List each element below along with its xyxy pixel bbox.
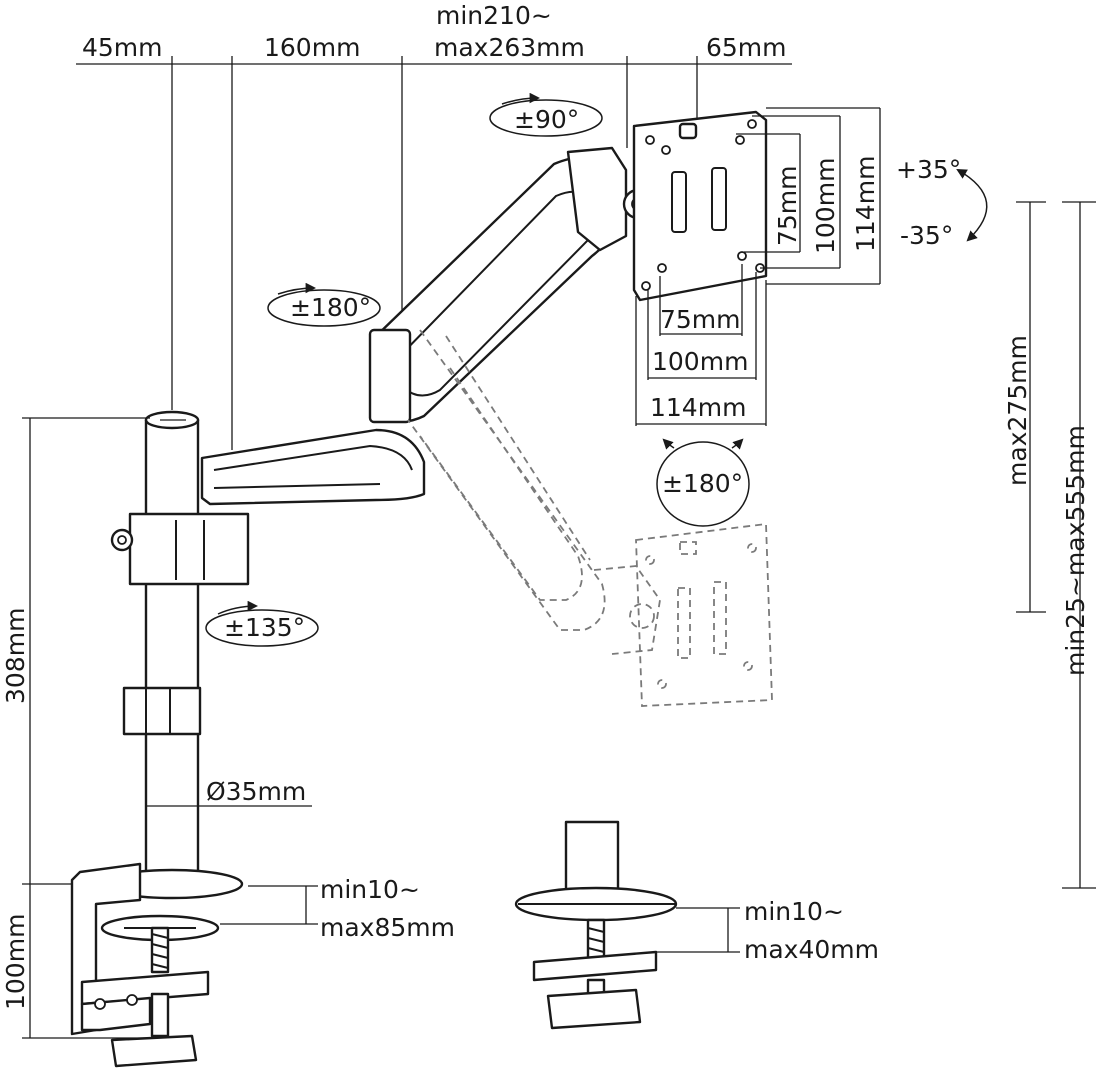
pole-joint-block (110, 512, 250, 586)
upper-arm (368, 156, 616, 424)
pole-height-label: 308mm (1, 608, 30, 704)
rotation-arm-swivel-label: ±180° (290, 293, 371, 322)
dim-65mm-label: 65mm (706, 33, 787, 62)
pole (144, 410, 200, 888)
rotation-arm-swivel (267, 282, 381, 327)
vesa-horizontal-dimension-lines (635, 264, 767, 426)
vesa-v114-label: 114mm (851, 156, 880, 252)
dim-45mm-label: 45mm (82, 33, 163, 62)
rotation-tilt-down-label: -35° (900, 221, 953, 250)
rotation-base-swivel (205, 600, 319, 647)
grommet-range-min-label: min10~ (744, 897, 844, 926)
vesa-h100-label: 100mm (652, 347, 748, 376)
dim-160mm-label: 160mm (264, 33, 360, 62)
vesa-v100-label: 100mm (811, 158, 840, 254)
grommet-mount (514, 820, 678, 1030)
pole-collar (122, 686, 202, 736)
ghost-lowered-arm (407, 329, 773, 707)
dim-reach-min-label: min210~ (436, 1, 552, 30)
rotation-screen-rotation-label: ±180° (662, 469, 743, 498)
rotation-tilt (956, 168, 988, 242)
top-dimension-lines (76, 56, 792, 450)
clamp-range-dimension (220, 885, 318, 925)
clamp-height-label: 100mm (1, 914, 30, 1010)
grommet-range-dimension (656, 907, 740, 953)
clamp-range-min-label: min10~ (320, 875, 420, 904)
vesa-v75-label: 75mm (773, 165, 802, 246)
grommet-range-max-label: max40mm (744, 935, 879, 964)
rotation-base-swivel-label: ±135° (224, 613, 305, 642)
vesa-plate (632, 110, 768, 302)
height-range-label: min25~max555mm (1061, 425, 1090, 676)
vesa-h75-label: 75mm (660, 305, 741, 334)
rotation-head-swivel (489, 92, 603, 137)
height-dimension-lines (1016, 201, 1096, 889)
rotation-screen-rotation (656, 438, 750, 527)
vesa-vertical-dimension-lines (736, 107, 881, 285)
rotation-tilt-up-label: +35° (896, 155, 961, 184)
pole-diameter-label: Ø35mm (206, 777, 306, 806)
rotation-head-swivel-label: ±90° (514, 105, 579, 134)
lower-arm (200, 428, 426, 506)
lift-max-label: max275mm (1003, 335, 1032, 486)
desk-clamp (70, 862, 244, 1068)
vesa-h114-label: 114mm (650, 393, 746, 422)
dim-reach-max-label: max263mm (434, 33, 585, 62)
clamp-range-max-label: max85mm (320, 913, 455, 942)
